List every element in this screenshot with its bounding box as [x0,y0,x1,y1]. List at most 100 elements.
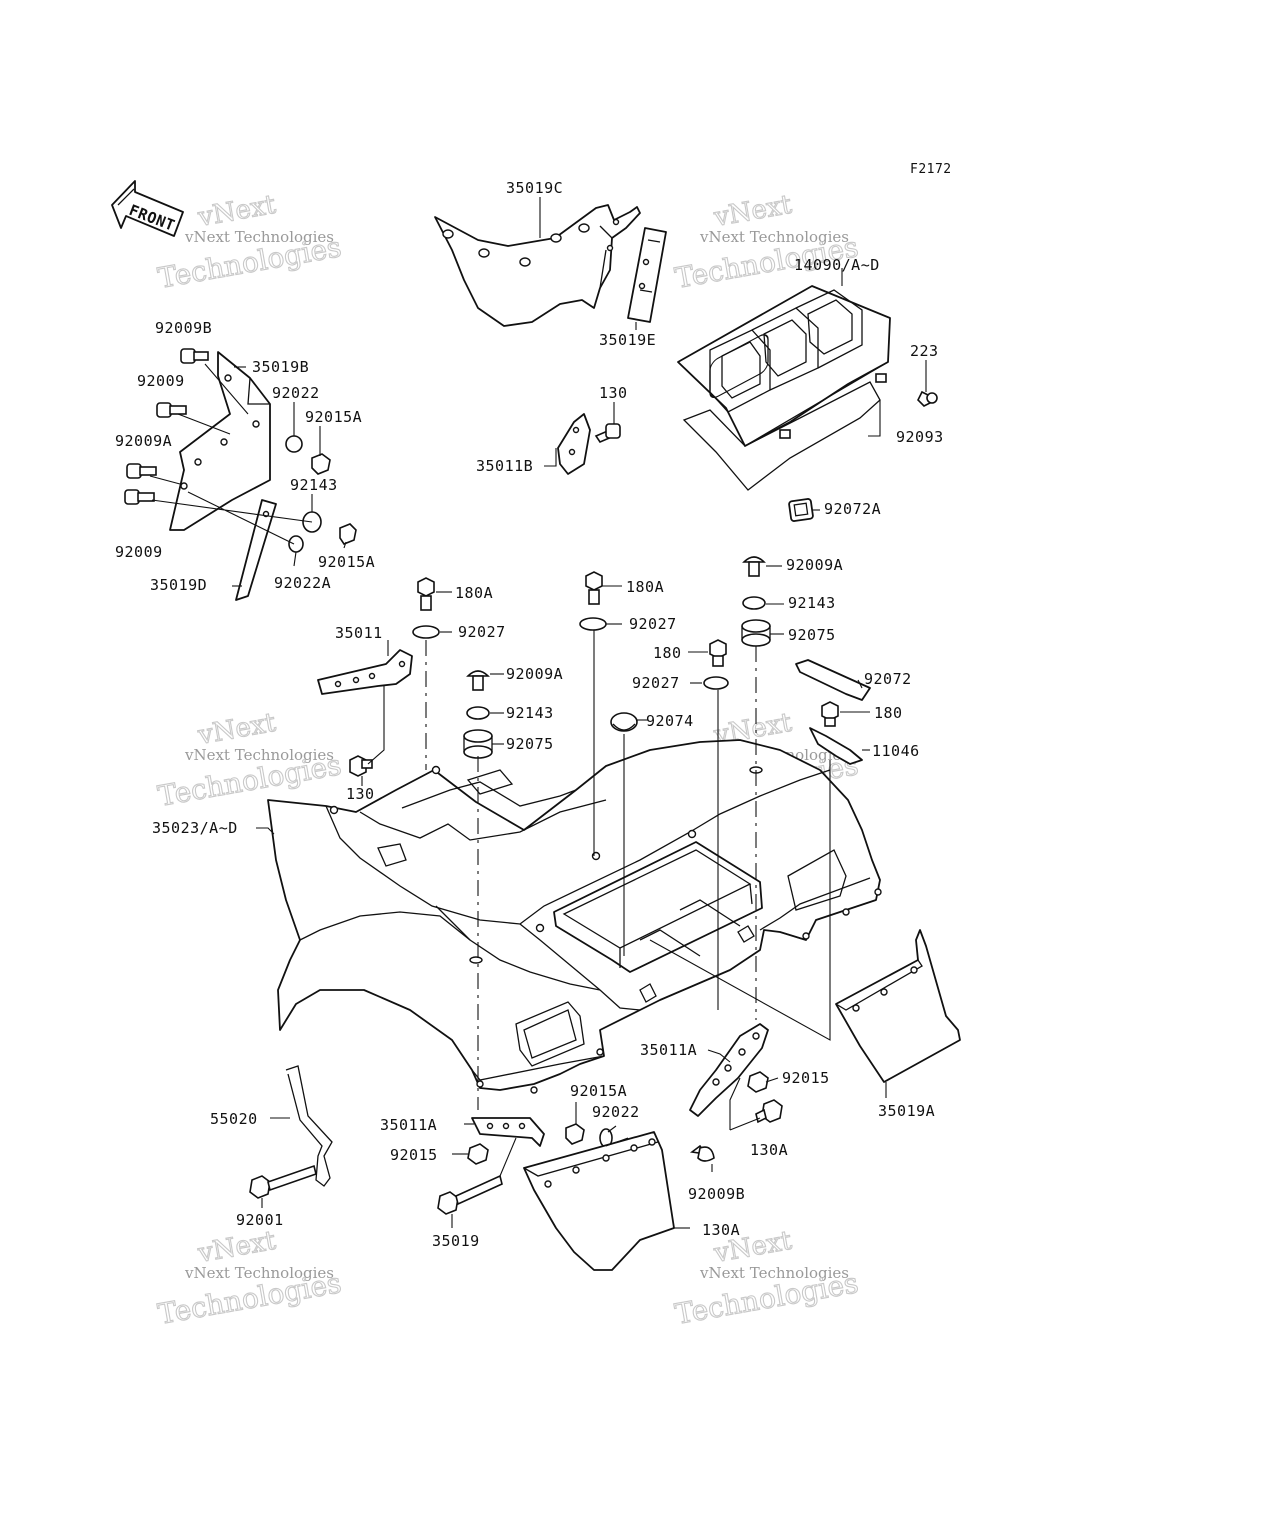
bolt-92009-a [156,402,187,418]
figure-code: F2172 [910,162,952,177]
callout-180-lower: 180 [874,704,903,722]
cover-35019D [235,499,277,601]
callout-180A-right: 180A [626,578,664,596]
bolt-92009B-mid [689,1144,715,1162]
cover-35019C [434,204,641,327]
nut-92015A-b [339,523,357,545]
svg-text:vNext Technologies: vNext Technologies [699,228,849,246]
callout-92009A-right: 92009A [786,556,843,574]
front-arrow-icon: FRONT [111,180,184,237]
svg-text:vNext Technologies: vNext Technologies [184,228,334,246]
mudflap-35019A [835,929,961,1083]
bolt-92009A-right [742,556,766,577]
svg-text:vNext Technologies: vNext Technologies [184,1264,334,1282]
callout-35019B: 35019B [252,358,309,376]
callout-92074: 92074 [646,712,694,730]
callout-92001: 92001 [236,1211,284,1229]
cover-35019B [169,351,271,531]
svg-text:vNext: vNext [195,1226,278,1269]
callout-92027-left: 92027 [458,623,506,641]
bolt-130-left [349,755,373,777]
callout-35011B: 35011B [476,457,533,475]
watermark-mid-left: vNext vNext Technologies Technologies [155,707,344,813]
seal-92072A [788,498,814,522]
callout-92027-right: 92027 [632,674,680,692]
fender-35023 [267,739,882,1094]
washer-92022-left [285,435,303,453]
bracket-55020 [285,1065,333,1187]
callout-92072A: 92072A [824,500,881,518]
callout-35019D: 35019D [150,576,207,594]
svg-text:vNext Technologies: vNext Technologies [699,1264,849,1282]
callout-11046: 11046 [872,742,920,760]
washer-92027-mid [579,617,607,631]
callout-92072: 92072 [864,670,912,688]
bolt-92001 [249,1164,317,1199]
callout-92075-mid: 92075 [506,735,554,753]
bolt-180A-right [585,571,603,605]
callout-35011: 35011 [335,624,383,642]
bolt-92009A-mid [466,670,490,691]
callout-92015A-c: 92015A [570,1082,627,1100]
callout-92015-left: 92015 [390,1146,438,1164]
bracket-35011 [317,649,413,695]
callout-130A-left: 35019 [432,1232,480,1250]
watermark-top-right: vNext vNext Technologies Technologies [672,189,861,295]
callout-55020: 55020 [210,1110,258,1128]
callout-130A-right: 130A [750,1141,788,1159]
bracket-35011A-left [471,1117,545,1147]
rack-14090 [677,285,891,447]
callout-35011A-left: 35011A [380,1116,437,1134]
callout-180-right: 180 [653,644,682,662]
callout-92009A-mid: 92009A [506,665,563,683]
callout-130-left: 130 [346,785,375,803]
nut-92015-right [747,1071,769,1093]
callout-130-top: 130 [599,384,628,402]
cover-35019E [627,227,667,323]
watermark-bottom-right: vNext vNext Technologies Technologies [672,1225,861,1331]
svg-text:vNext: vNext [195,708,278,751]
grommet-92143-mid [466,706,490,720]
callout-92027-mid: 92027 [629,615,677,633]
damper-92075-mid [463,729,493,759]
bolt-130A-right [755,1099,783,1124]
callout-92015A-a: 92015A [305,408,362,426]
callout-180A-left: 180A [455,584,493,602]
bolt-180A-left [417,577,435,611]
callout-92022A: 92022A [274,574,331,592]
nut-92015A-c [565,1123,585,1145]
callout-92022-left: 92022 [272,384,320,402]
callout-223: 223 [910,342,939,360]
callout-35019: 130A [702,1221,740,1239]
callout-92009-a: 92009 [137,372,185,390]
washer-92027-right [703,676,729,690]
bracket-35011B [557,413,591,475]
callout-92143-mid: 92143 [506,704,554,722]
callout-92075-right: 92075 [788,626,836,644]
callout-92009B-left: 92009B [155,319,212,337]
callout-35019E: 35019E [599,331,656,349]
cap-92074 [610,712,638,732]
screw-223 [917,390,938,407]
callout-35023: 35023/A~D [152,819,238,837]
svg-text:vNext: vNext [711,190,794,233]
callout-92143-right: 92143 [788,594,836,612]
bolt-92009A-left [126,463,157,479]
washer-92022A [288,535,304,553]
mudflap-35019 [523,1131,675,1271]
callout-35019A: 35019A [878,1102,935,1120]
bolt-180-lower [821,701,839,727]
bracket-11046 [809,727,863,765]
grommet-92143-right [742,596,766,610]
bolt-130-top [594,423,621,443]
callout-92143-left: 92143 [290,476,338,494]
callout-92022-mid: 92022 [592,1103,640,1121]
bolt-92009-b [124,489,155,505]
nut-92015A-a [311,453,331,475]
callout-92009B-mid: 92009B [688,1185,745,1203]
bracket-35011A-right [689,1023,769,1117]
watermark-bottom-left: vNext vNext Technologies Technologies [155,1225,344,1331]
svg-text:vNext: vNext [195,190,278,233]
callout-92009A-left: 92009A [115,432,172,450]
